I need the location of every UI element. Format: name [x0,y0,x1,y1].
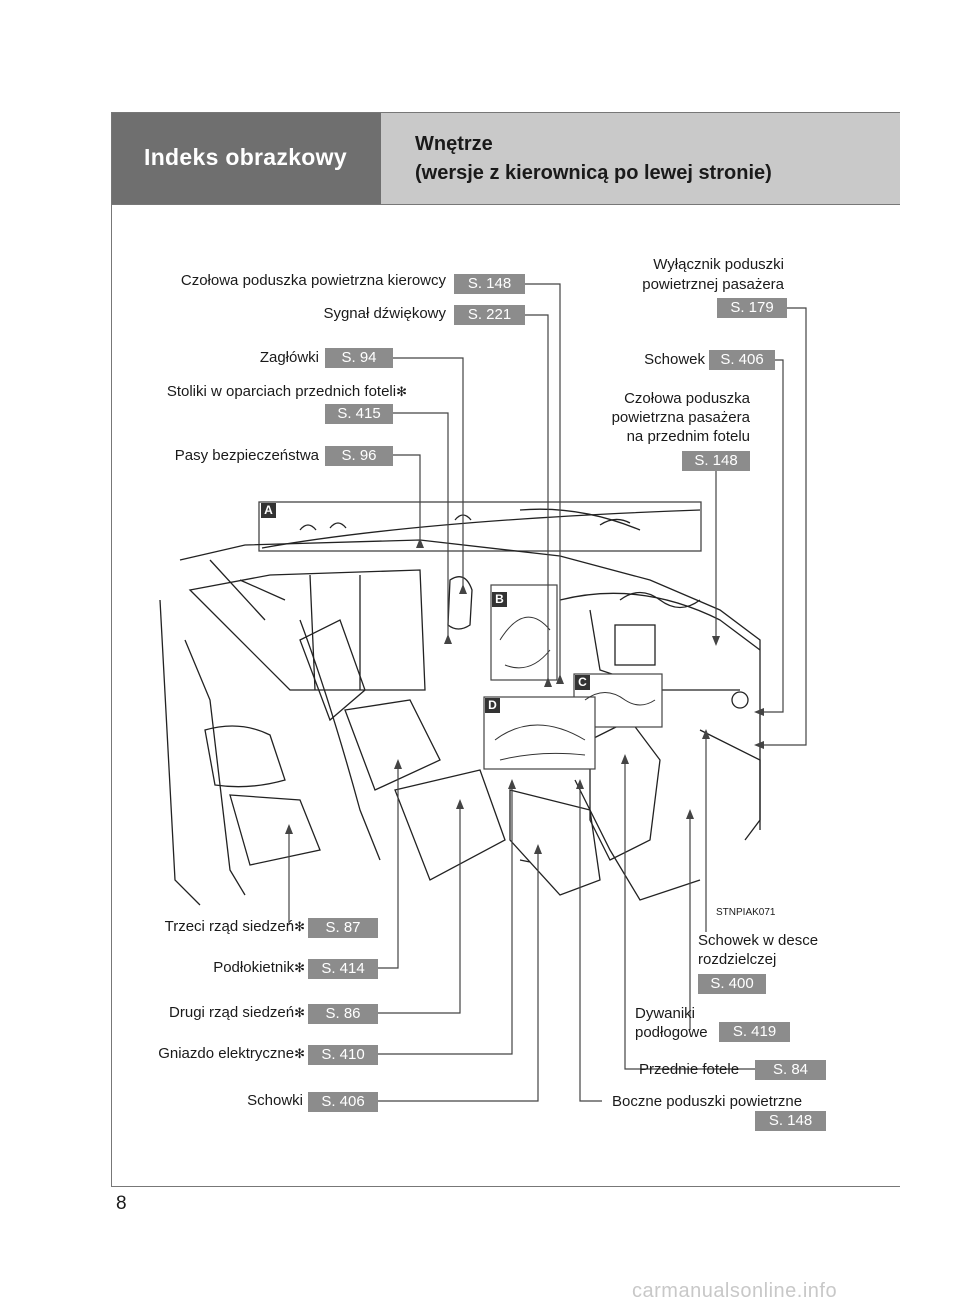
watermark: carmanualsonline.info [632,1280,838,1302]
armrest-label: Podłokietnik✻ [213,959,305,976]
inset-label-c: C [575,675,590,690]
seatback-tables-page[interactable]: S. 415 [325,404,393,424]
airbag-switch-page[interactable]: S. 179 [717,298,787,318]
passenger-airbag-label-2: powietrzna pasażera [611,409,750,426]
front-seats-page[interactable]: S. 84 [755,1060,826,1080]
armrest-page[interactable]: S. 414 [308,959,378,979]
horn-label: Sygnał dźwiękowy [323,305,446,322]
airbag-switch-label-1: Wyłącznik poduszki [653,256,784,273]
power-outlet-label: Gniazdo elektryczne✻ [158,1045,305,1062]
image-code: STNPIAK071 [716,907,776,918]
header-divider [112,204,900,205]
passenger-airbag-page[interactable]: S. 148 [682,451,750,471]
third-row-label: Trzeci rząd siedzeń✻ [164,918,305,935]
seat-belts-page[interactable]: S. 96 [325,446,393,466]
dash-storage-label-1: Schowek w desce [698,932,819,949]
seat-belts-label: Pasy bezpieczeństwa [174,447,319,464]
driver-airbag-label: Czołowa poduszka powietrzna kierowcy [180,272,446,289]
section-header [112,113,381,205]
storage-page[interactable]: S. 406 [308,1092,378,1112]
floor-mats-page[interactable]: S. 419 [719,1022,790,1042]
asterisk-icon: ✻ [294,960,305,975]
asterisk-icon: ✻ [294,919,305,934]
front-seats-label: Przednie fotele [639,1061,740,1078]
headrests-label: Zagłówki [259,349,319,366]
third-row-page[interactable]: S. 87 [308,918,378,938]
floor-mats-label-2: podłogowe [635,1024,708,1041]
page-number: 8 [116,1193,127,1214]
second-row-page[interactable]: S. 86 [308,1004,378,1024]
asterisk-icon: ✻ [294,1046,305,1061]
inset-label-b: B [492,592,507,607]
side-airbags-page[interactable]: S. 148 [755,1111,826,1131]
asterisk-icon: ✻ [396,384,407,399]
glovebox-label: Schowek [644,351,705,368]
power-outlet-page[interactable]: S. 410 [308,1045,378,1065]
title-header [381,113,900,205]
dash-storage-page[interactable]: S. 400 [698,974,766,994]
page-title: Wnętrze [415,133,493,155]
passenger-airbag-label-1: Czołowa poduszka [624,390,750,407]
section-title: Indeks obrazkowy [144,144,347,170]
glovebox-page[interactable]: S. 406 [709,350,775,370]
dash-storage-label-2: rozdzielczej [698,951,777,968]
airbag-switch-label-2: powietrznej pasażera [642,276,784,293]
second-row-label: Drugi rząd siedzeń✻ [169,1004,305,1021]
inset-label-a: A [261,503,276,518]
page-subtitle: (wersje z kierownicą po lewej stronie) [415,162,772,184]
passenger-airbag-label-3: na przednim fotelu [626,428,750,445]
side-airbags-label: Boczne poduszki powietrzne [612,1093,803,1110]
asterisk-icon: ✻ [294,1005,305,1020]
headrests-page[interactable]: S. 94 [325,348,393,368]
horn-page[interactable]: S. 221 [454,305,525,325]
driver-airbag-page[interactable]: S. 148 [454,274,525,294]
seatback-tables-label: Stoliki w oparciach przednich foteli✻ [166,383,407,400]
page-frame [111,112,900,1187]
inset-label-d: D [485,698,500,713]
floor-mats-label-1: Dywaniki [635,1005,696,1022]
storage-label: Schowki [247,1092,303,1109]
